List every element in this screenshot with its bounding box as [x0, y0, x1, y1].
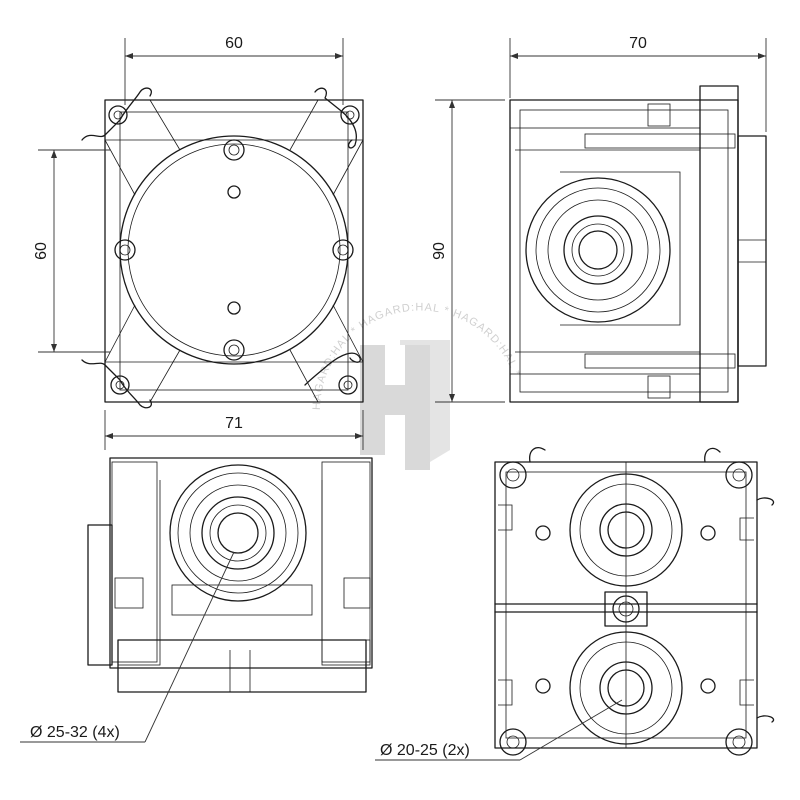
callout-large-entry: Ø 25-32 (4x) [20, 551, 235, 743]
back-entry-bottom-inner [607, 669, 645, 707]
dim-front-bottom-width-label: 71 [225, 415, 243, 432]
dim-front-height-label: 60 [33, 242, 50, 260]
dim-side-height: 90 [431, 99, 505, 403]
back-lug-bl [499, 728, 527, 756]
front-lug-bottom [223, 339, 245, 361]
back-lug-tl [499, 461, 527, 489]
watermark: HAGARD:HAL * HAGARD:HAL * HAGARD:HAL * [311, 301, 522, 470]
back-lug-tr [725, 461, 753, 489]
side-entry-inner [578, 230, 618, 270]
front-lug-right [332, 239, 354, 261]
side-view [509, 85, 767, 403]
back-entry-top-outer [569, 473, 683, 587]
back-entry-top-inner [607, 511, 645, 549]
front-clip-tl [81, 87, 152, 141]
dim-front-width: 60 [124, 35, 344, 105]
back-view [494, 447, 775, 756]
back-entry-bottom-outer [569, 631, 683, 745]
front-view [81, 87, 364, 409]
dim-side-height-label: 90 [431, 242, 448, 260]
back-lug-br [725, 728, 753, 756]
dim-front-width-label: 60 [225, 35, 243, 52]
dim-side-width: 70 [509, 35, 767, 132]
front-lug-top [223, 139, 245, 161]
dim-side-width-label: 70 [629, 35, 647, 52]
front-clip-tr [314, 87, 360, 149]
callout-small-entry: Ø 20-25 (2x) [375, 699, 623, 761]
watermark-logo-right [400, 340, 450, 465]
watermark-logo-left [360, 345, 430, 470]
callout-small-entry-label: Ø 20-25 (2x) [380, 742, 470, 759]
end-entry-inner [217, 512, 259, 554]
side-entry-outer [525, 177, 671, 323]
front-lug-left [114, 239, 136, 261]
front-clip-br [304, 352, 361, 395]
end-entry-outer [169, 464, 307, 602]
front-clip-bl [81, 359, 152, 409]
front-hole-top [227, 185, 241, 199]
dim-front-height: 60 [33, 149, 110, 353]
dim-front-bottom-width: 71 [104, 410, 364, 450]
end-view [87, 457, 373, 693]
front-hole-bottom [227, 301, 241, 315]
callout-large-entry-label: Ø 25-32 (4x) [30, 724, 120, 741]
